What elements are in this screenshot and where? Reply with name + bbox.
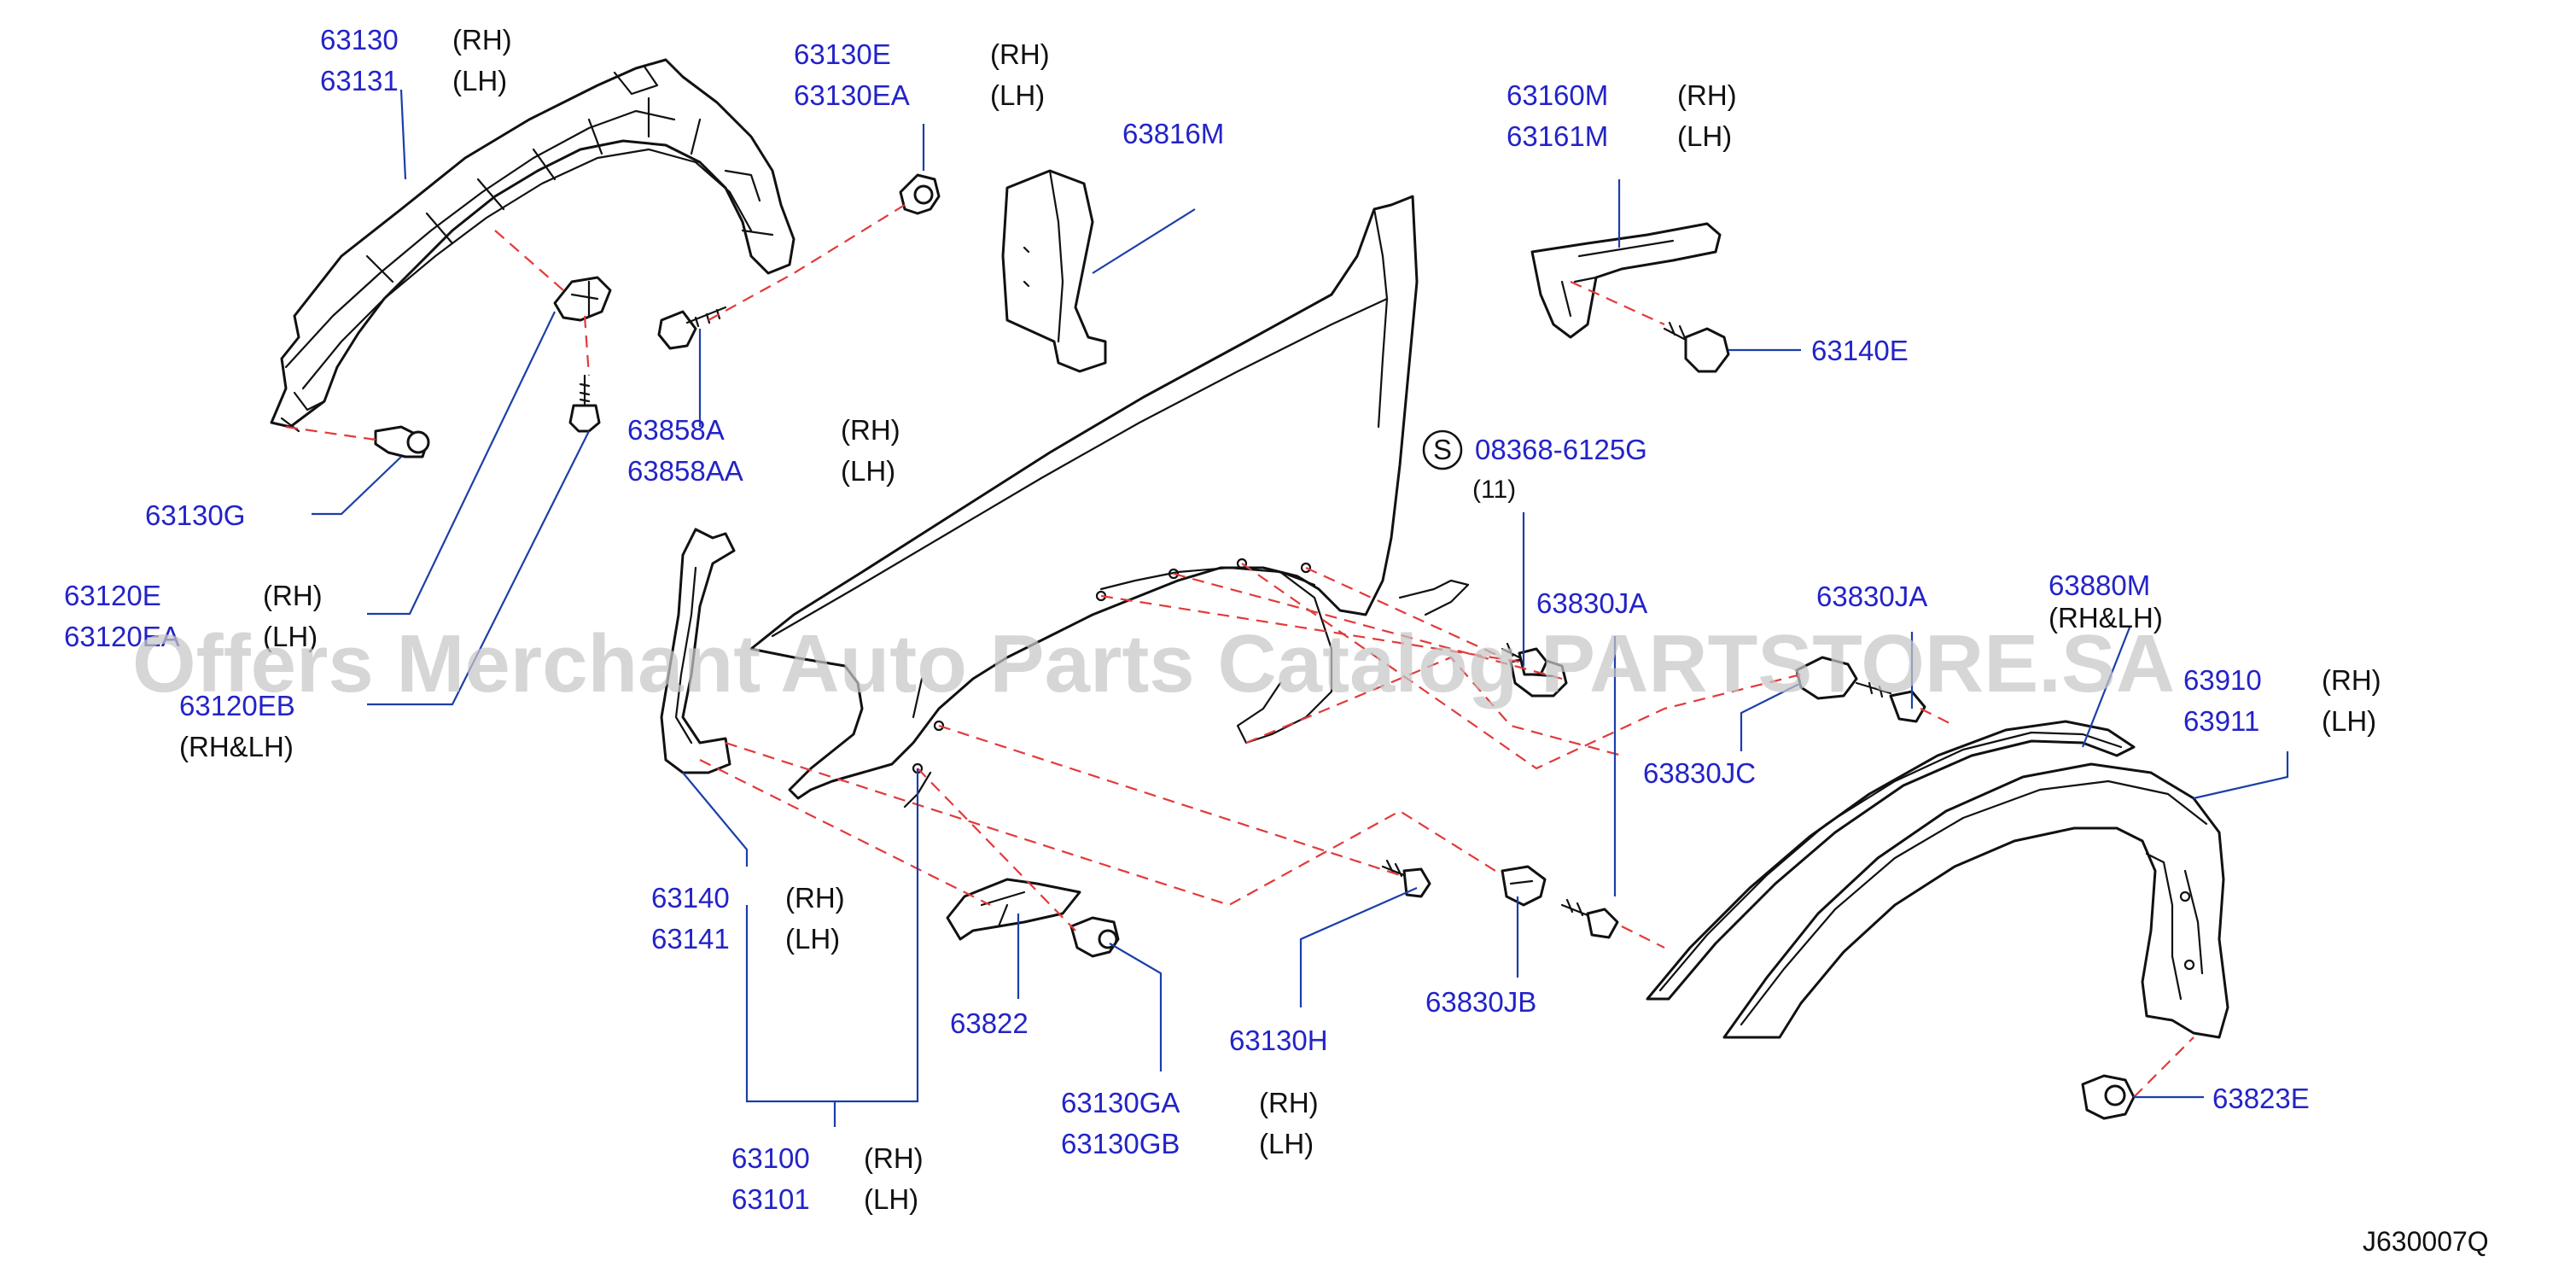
label-63910-side: (RH) bbox=[2322, 664, 2381, 696]
label-08368-qty: (11) bbox=[1472, 476, 1516, 504]
label-08368-6125g[interactable]: 08368-6125G bbox=[1475, 434, 1647, 465]
label-63130h[interactable]: 63130H bbox=[1229, 1025, 1328, 1056]
label-63130ea-side: (LH) bbox=[990, 79, 1045, 111]
label-63101[interactable]: 63101 bbox=[731, 1183, 810, 1215]
screw-63858a-drawing[interactable] bbox=[657, 306, 727, 350]
label-63160m[interactable]: 63160M bbox=[1507, 79, 1608, 111]
clip-63830jc-drawing[interactable] bbox=[1795, 656, 1926, 723]
s-symbol: S bbox=[1433, 434, 1452, 465]
label-63101-side: (LH) bbox=[864, 1183, 918, 1215]
label-63858aa[interactable]: 63858AA bbox=[627, 455, 743, 487]
clip-63120e-drawing[interactable] bbox=[553, 276, 612, 322]
label-63100-side: (RH) bbox=[864, 1142, 924, 1174]
label-63100[interactable]: 63100 bbox=[731, 1142, 810, 1174]
label-63160m-side: (RH) bbox=[1677, 79, 1737, 111]
label-63911[interactable]: 63911 bbox=[2183, 705, 2259, 737]
label-63822[interactable]: 63822 bbox=[950, 1007, 1029, 1039]
bracket-63822-drawing[interactable] bbox=[946, 878, 1081, 941]
clip-63823e-drawing[interactable] bbox=[2081, 1074, 2136, 1120]
dashed-guide-lines bbox=[285, 204, 2194, 1098]
label-63130ea[interactable]: 63130EA bbox=[794, 79, 910, 111]
s-symbol-circle bbox=[1422, 429, 1463, 470]
label-63816m[interactable]: 63816M bbox=[1122, 118, 1224, 149]
label-63141[interactable]: 63141 bbox=[651, 923, 730, 955]
label-63120e-side: (RH) bbox=[263, 580, 323, 611]
label-63880m[interactable]: 63880M bbox=[2049, 569, 2150, 601]
label-63830jb[interactable]: 63830JB bbox=[1425, 986, 1536, 1018]
label-63130-side: (RH) bbox=[452, 24, 512, 55]
label-63120eb-side: (RH&LH) bbox=[179, 731, 294, 762]
fender-liner-63910-drawing[interactable] bbox=[1722, 762, 2229, 1039]
clip-63130e-drawing[interactable] bbox=[899, 173, 941, 215]
label-63830ja-right[interactable]: 63830JA bbox=[1816, 581, 1927, 612]
screw-63130h-drawing[interactable] bbox=[1381, 859, 1431, 898]
bracket-63160m-drawing[interactable] bbox=[1530, 222, 1722, 339]
bolt-08368-drawing[interactable] bbox=[1501, 642, 1548, 676]
label-63161m-side: (LH) bbox=[1677, 120, 1732, 152]
watermark: Offers Merchant Auto Parts Catalog PARTS… bbox=[132, 618, 2175, 709]
leader-lines bbox=[312, 89, 2289, 1127]
label-63131[interactable]: 63131 bbox=[320, 65, 399, 96]
label-63130ga-side: (RH) bbox=[1259, 1087, 1319, 1118]
fender-molding-63880m-drawing[interactable] bbox=[1646, 720, 2136, 1001]
figure-code: J630007Q bbox=[2363, 1226, 2489, 1257]
label-63830ja-left[interactable]: 63830JA bbox=[1536, 587, 1647, 619]
label-63131-side: (LH) bbox=[452, 65, 507, 96]
label-63858aa-side: (LH) bbox=[841, 455, 895, 487]
label-63120e[interactable]: 63120E bbox=[64, 580, 161, 611]
label-63140-side: (RH) bbox=[785, 882, 845, 914]
label-63911-side: (LH) bbox=[2322, 705, 2376, 737]
label-63120ea-side: (LH) bbox=[263, 621, 318, 652]
label-63130gb[interactable]: 63130GB bbox=[1061, 1128, 1180, 1159]
insulator-63816m-drawing[interactable] bbox=[1001, 169, 1107, 373]
label-63130e-side: (RH) bbox=[990, 38, 1050, 70]
bolt-lower-drawing[interactable] bbox=[1560, 898, 1619, 939]
label-63141-side: (LH) bbox=[785, 923, 840, 955]
label-63130ga[interactable]: 63130GA bbox=[1061, 1087, 1180, 1118]
label-63130e[interactable]: 63130E bbox=[794, 38, 891, 70]
part-labels: 63130 (RH) 63131 (LH) 63130E (RH) 63130E… bbox=[64, 24, 2489, 1257]
clip-63130g-drawing[interactable] bbox=[374, 425, 430, 458]
fender-protector-drawing[interactable] bbox=[270, 58, 796, 433]
clip-63130ga-drawing[interactable] bbox=[1069, 916, 1120, 958]
label-63130g[interactable]: 63130G bbox=[145, 499, 245, 531]
label-63130gb-side: (LH) bbox=[1259, 1128, 1314, 1159]
label-63830jc[interactable]: 63830JC bbox=[1643, 757, 1756, 789]
label-63120ea[interactable]: 63120EA bbox=[64, 621, 180, 652]
label-63858a[interactable]: 63858A bbox=[627, 414, 725, 446]
label-63140[interactable]: 63140 bbox=[651, 882, 730, 914]
label-63140e[interactable]: 63140E bbox=[1811, 335, 1909, 366]
label-63910[interactable]: 63910 bbox=[2183, 664, 2262, 696]
bolt-63120eb-drawing[interactable] bbox=[568, 374, 601, 433]
label-63120eb[interactable]: 63120EB bbox=[179, 690, 295, 721]
clip-63830jb-drawing[interactable] bbox=[1501, 865, 1547, 907]
bracket-63140-drawing[interactable] bbox=[660, 528, 736, 774]
label-63858a-side: (RH) bbox=[841, 414, 900, 446]
clip-63140e-drawing[interactable] bbox=[1663, 321, 1730, 373]
label-63161m[interactable]: 63161M bbox=[1507, 120, 1608, 152]
label-63130[interactable]: 63130 bbox=[320, 24, 399, 55]
label-63823e[interactable]: 63823E bbox=[2212, 1083, 2310, 1114]
label-63880m-side: (RH&LH) bbox=[2049, 602, 2163, 634]
front-fender-drawing[interactable] bbox=[749, 195, 1470, 809]
